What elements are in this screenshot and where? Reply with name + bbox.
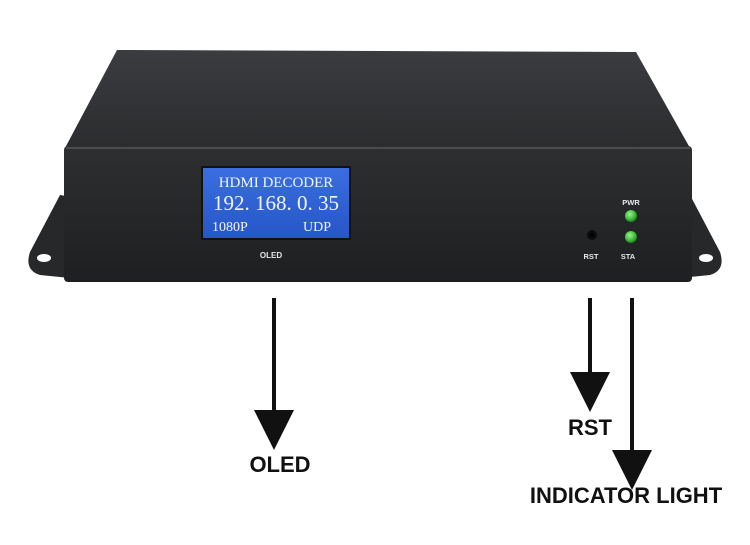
callout-indicator-light: INDICATOR LIGHT <box>530 483 723 508</box>
device-front-panel <box>64 146 692 282</box>
sta-led-icon <box>625 231 637 243</box>
callout-oled: OLED <box>249 452 310 477</box>
panel-label-pwr: PWR <box>622 198 640 207</box>
lcd-line-1: HDMI DECODER <box>219 175 334 191</box>
lcd-line-2: 192. 168. 0. 35 <box>213 191 339 215</box>
lcd-line-3-left: 1080P <box>212 220 248 235</box>
pwr-led-icon <box>625 210 637 222</box>
panel-label-oled: OLED <box>260 251 282 260</box>
panel-label-rst: RST <box>584 252 599 261</box>
reset-button[interactable] <box>587 230 597 240</box>
oled-display: HDMI DECODER 192. 168. 0. 35 1080P UDP <box>201 166 351 240</box>
callout-rst: RST <box>568 415 613 440</box>
panel-label-sta: STA <box>621 252 636 261</box>
lcd-line-3-right: UDP <box>303 220 331 235</box>
device-top-surface <box>65 50 690 148</box>
